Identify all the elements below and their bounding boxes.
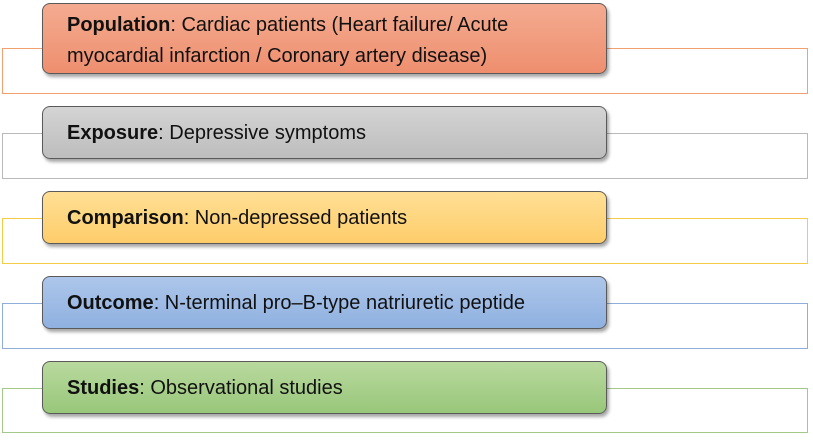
pico-label: Comparison — [67, 207, 184, 229]
pico-box-outcome: Outcome: N-terminal pro–B-type natriuret… — [42, 276, 607, 329]
pico-text: : N-terminal pro–B-type natriuretic pept… — [153, 292, 525, 314]
pico-text: : Cardiac patients (Heart failure/ Acute… — [67, 14, 509, 67]
pico-box-comparison: Comparison: Non-depressed patients — [42, 191, 607, 244]
pico-text: : Observational studies — [139, 377, 343, 399]
pico-text: : Depressive symptoms — [158, 122, 366, 144]
pico-box-exposure: Exposure: Depressive symptoms — [42, 106, 607, 159]
pico-label: Exposure — [67, 122, 159, 144]
pico-label: Studies — [67, 377, 140, 399]
pico-label: Population — [67, 14, 171, 36]
pico-text: : Non-depressed patients — [183, 207, 408, 229]
pico-label: Outcome — [67, 292, 154, 314]
pico-box-population: Population: Cardiac patients (Heart fail… — [42, 3, 607, 74]
pico-box-studies: Studies: Observational studies — [42, 361, 607, 414]
